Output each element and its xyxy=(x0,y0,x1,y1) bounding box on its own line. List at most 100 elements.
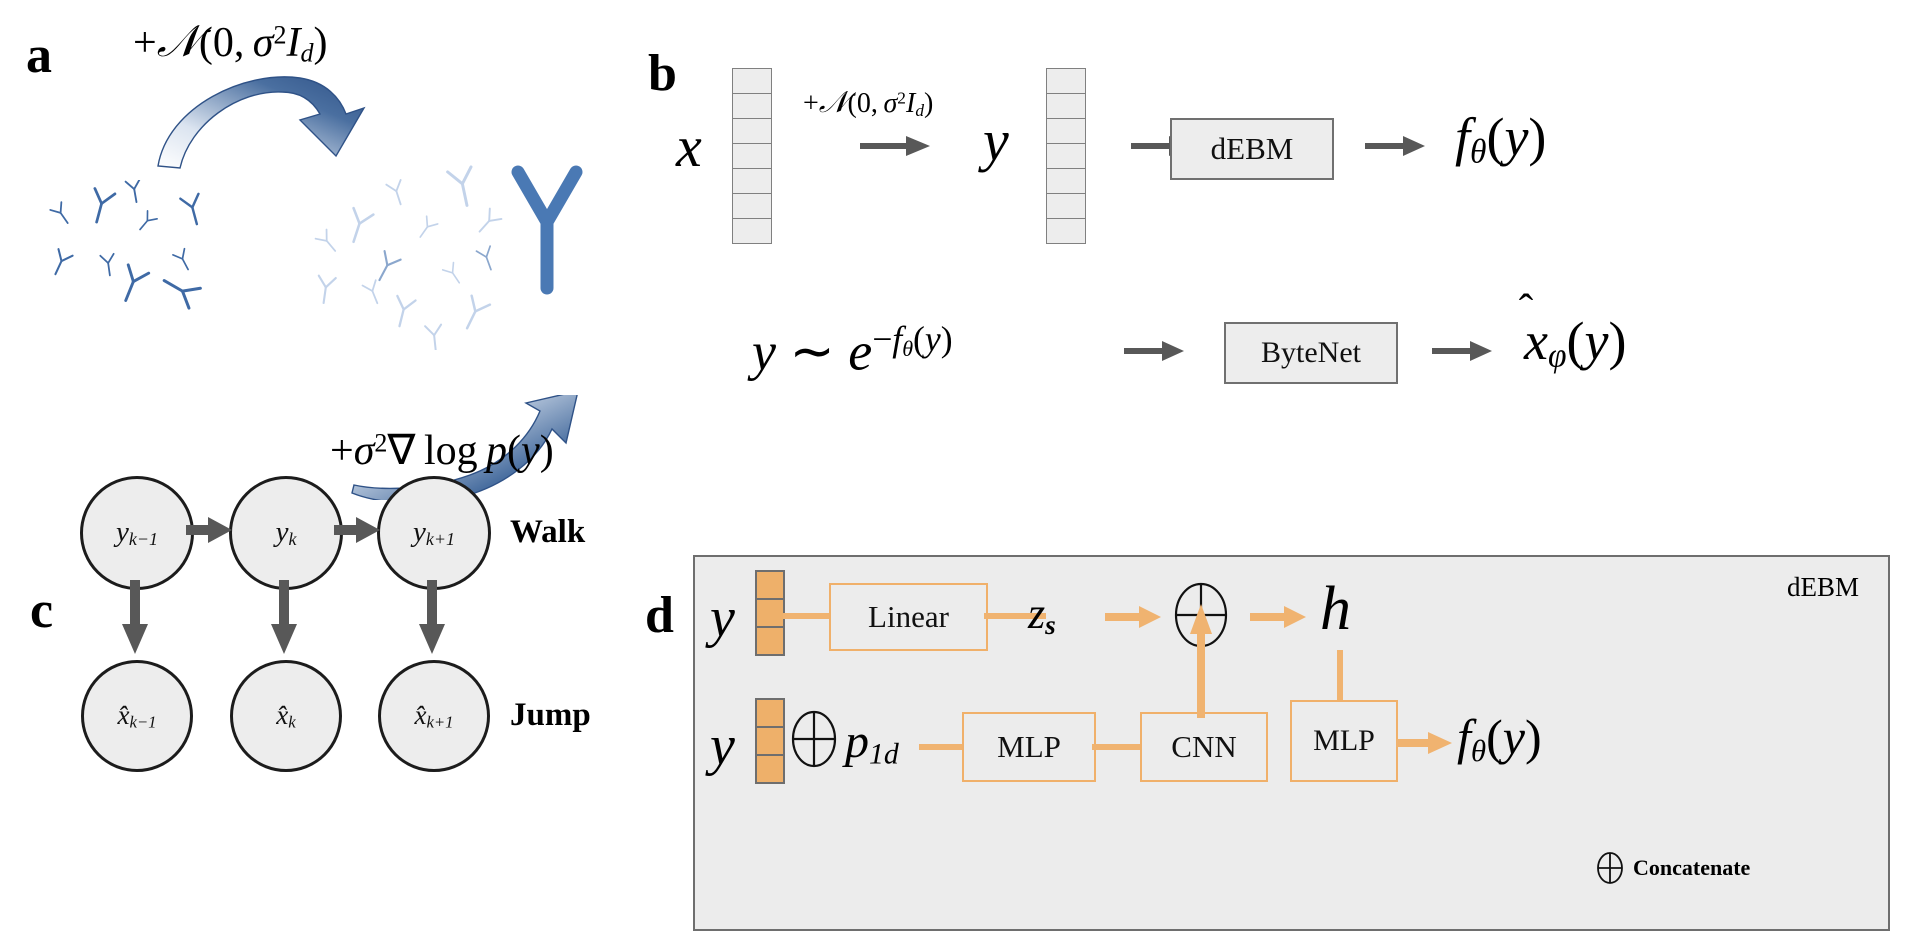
panel-d-legend: Concatenate xyxy=(1595,852,1750,884)
panel-d-bottom-vector xyxy=(755,698,785,784)
panel-a-top-equation: +𝒩(0, σ2Id) xyxy=(133,20,328,67)
concat-legend-label: Concatenate xyxy=(1633,855,1751,880)
panel-d-hidden-h: h xyxy=(1320,575,1351,643)
mlp1-box[interactable]: MLP xyxy=(962,712,1096,782)
antibody-cluster-dense xyxy=(49,180,202,310)
log-operator: log xyxy=(423,428,478,474)
nabla-icon: ∇ xyxy=(387,428,416,474)
node-jump-2[interactable]: x̂k+1 xyxy=(378,660,490,772)
f-symbol: f xyxy=(1457,709,1471,765)
panel-c-label: c xyxy=(30,582,54,639)
panel-d-bottom-input-y: y xyxy=(710,715,735,777)
node-jump-1[interactable]: x̂k xyxy=(230,660,342,772)
1d-subscript: 1d xyxy=(869,737,899,771)
paren-close: ) xyxy=(1608,311,1627,371)
arrow-zs-to-concat xyxy=(1105,606,1161,628)
paren-open: ( xyxy=(507,428,522,474)
variable-y: y xyxy=(1504,107,1529,167)
input-vector-x xyxy=(732,68,772,244)
arrow-walk-0-to-jump-0 xyxy=(122,580,148,654)
line-y-to-linear xyxy=(783,613,853,619)
variable-y: y xyxy=(752,321,776,382)
panel-d-corner-tag: dEBM xyxy=(1787,572,1860,602)
panel-b-input-x: x xyxy=(676,114,702,179)
dim-subscript: d xyxy=(300,38,314,68)
arrow-sample-to-bytenet xyxy=(1124,341,1184,361)
paren-close: ) xyxy=(924,88,934,119)
mlp3-box[interactable]: MLP xyxy=(1290,700,1398,782)
plus-sign: + xyxy=(133,20,157,66)
sigma-symbol: σ xyxy=(252,20,274,66)
x-symbol: x xyxy=(1524,311,1548,371)
plus-sign: + xyxy=(803,88,819,119)
node-walk-1[interactable]: yk xyxy=(229,476,343,590)
exponent-two: 2 xyxy=(273,20,287,50)
comma: , xyxy=(233,20,245,66)
sigma-symbol: σ xyxy=(353,428,375,474)
paren-close: ) xyxy=(313,20,328,66)
paren-close: ) xyxy=(1525,709,1542,765)
cal-n-symbol: 𝒩 xyxy=(156,16,199,67)
theta-subscript: θ xyxy=(1470,133,1487,171)
f-symbol: f xyxy=(1455,107,1471,167)
dim-subscript: d xyxy=(915,100,924,120)
inner-y: y xyxy=(924,319,941,359)
zero-literal: 0 xyxy=(212,20,234,66)
arrow-bytenet-to-xhat xyxy=(1432,341,1492,361)
node-walk-2[interactable]: yk+1 xyxy=(377,476,491,590)
exponent-group: −fθ(y) xyxy=(872,319,952,359)
paren-open: ( xyxy=(1486,709,1503,765)
p-symbol: p xyxy=(845,715,869,768)
identity-symbol: I xyxy=(905,88,916,119)
node-walk-0[interactable]: yk−1 xyxy=(80,476,194,590)
exponent-two: 2 xyxy=(374,428,388,458)
identity-symbol: I xyxy=(286,20,301,66)
theta-subscript: θ xyxy=(1470,732,1487,768)
sim-operator: ∼ xyxy=(789,321,835,382)
linear-box[interactable]: Linear xyxy=(829,583,988,651)
arrow-walk-2-to-jump-2 xyxy=(419,580,445,654)
arrow-concat-to-h xyxy=(1250,606,1306,628)
debm-box[interactable]: dEBM xyxy=(1170,118,1334,180)
paren-close: ) xyxy=(940,319,953,359)
bytenet-box[interactable]: ByteNet xyxy=(1224,322,1398,384)
cal-n-symbol: 𝒩 xyxy=(818,85,848,120)
node-label: yk+1 xyxy=(413,516,455,549)
node-label: x̂k xyxy=(276,699,296,732)
cnn-box[interactable]: CNN xyxy=(1140,712,1268,782)
concat-legend-icon xyxy=(1597,852,1623,884)
theta-subscript: θ xyxy=(902,335,914,361)
arrow-debm-to-energy xyxy=(1365,136,1425,156)
node-label: x̂k−1 xyxy=(117,699,157,732)
panel-d-zs-symbol: zs xyxy=(1028,592,1056,639)
variable-y: y xyxy=(1502,709,1525,765)
plus-sign: + xyxy=(330,428,354,474)
variable-y: y xyxy=(1584,311,1609,371)
walk-label: Walk xyxy=(510,514,586,550)
antibody-single-clean xyxy=(511,165,583,295)
node-jump-0[interactable]: x̂k−1 xyxy=(81,660,193,772)
antibody-cluster-diffuse xyxy=(314,165,503,350)
exp-base: e xyxy=(848,321,873,382)
panel-b-noise-equation: +𝒩(0, σ2Id) xyxy=(803,88,933,119)
paren-open: ( xyxy=(847,88,857,119)
arrow-walk-0-to-1 xyxy=(186,517,232,543)
sigma-symbol: σ xyxy=(883,88,898,119)
panel-d-top-input-y: y xyxy=(710,587,735,649)
node-label: x̂k+1 xyxy=(414,699,454,732)
panel-b-energy-output: fθ(y) xyxy=(1455,110,1546,169)
line-h-to-mlp3 xyxy=(1337,650,1343,718)
arrow-walk-1-to-2 xyxy=(334,517,380,543)
panel-b-sampling-expression: y ∼ e−fθ(y) xyxy=(752,319,953,382)
node-label: yk−1 xyxy=(116,516,158,549)
panel-b-label: b xyxy=(648,45,677,102)
node-label: yk xyxy=(275,516,297,549)
panel-d-positional-encoding: p1d xyxy=(845,718,899,769)
jump-label: Jump xyxy=(510,697,591,733)
variable-y: y xyxy=(521,428,540,474)
paren-open: ( xyxy=(1566,311,1585,371)
s-subscript: s xyxy=(1045,610,1056,640)
z-symbol: z xyxy=(1028,589,1046,638)
panel-b-noisy-y: y xyxy=(983,108,1009,173)
zero-literal: 0 xyxy=(856,88,871,119)
